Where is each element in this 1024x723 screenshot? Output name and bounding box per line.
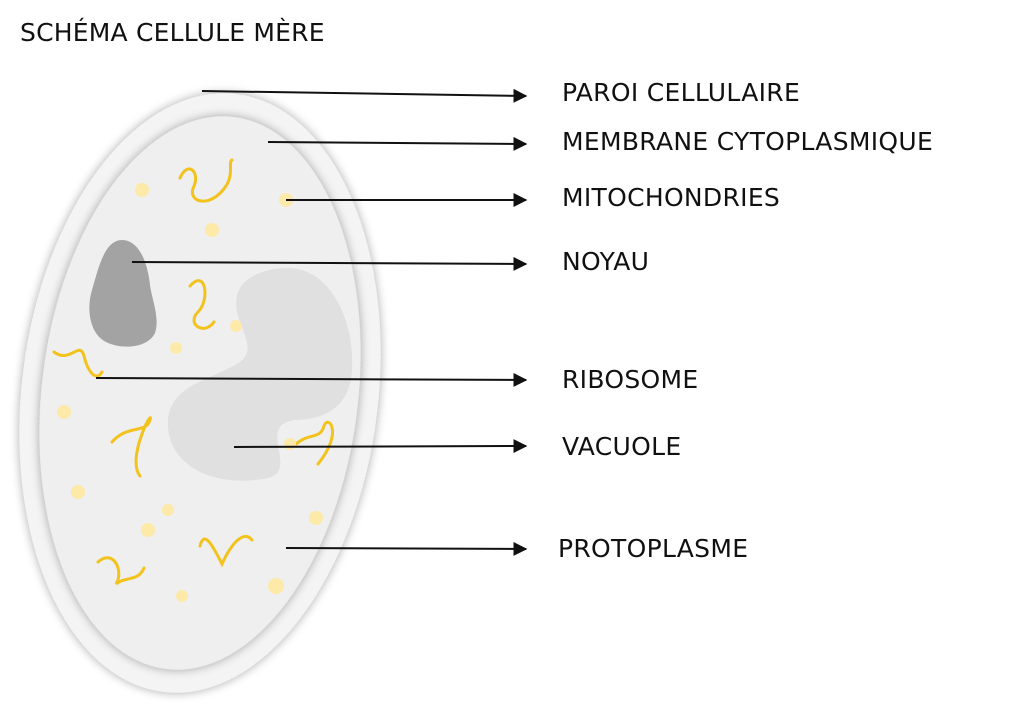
leader-line-vacuole: [233, 439, 528, 454]
mitochondria-group: [52, 158, 335, 586]
label-ribosome: RIBOSOME: [562, 365, 699, 394]
label-vacuole: VACUOLE: [562, 432, 682, 461]
leader-line-ribosome: [95, 372, 528, 387]
label-protoplasme: PROTOPLASME: [558, 534, 749, 563]
label-paroi-cellulaire: PAROI CELLULAIRE: [562, 78, 801, 107]
leader-line-protoplasme: [285, 541, 528, 556]
leader-line-noyau: [131, 256, 528, 271]
vacuole: [167, 268, 353, 481]
label-mitochondries: MITOCHONDRIES: [562, 183, 781, 212]
leader-line-membrane: [267, 136, 528, 151]
ribosome-group: [57, 183, 323, 602]
label-noyau: NOYAU: [562, 247, 650, 276]
label-membrane-cytoplasmique: MEMBRANE CYTOPLASMIQUE: [562, 127, 934, 156]
leader-line-paroi: [201, 88, 528, 103]
nucleus: [89, 240, 157, 347]
diagram-title: SCHÉMA CELLULE MÈRE: [20, 18, 325, 47]
